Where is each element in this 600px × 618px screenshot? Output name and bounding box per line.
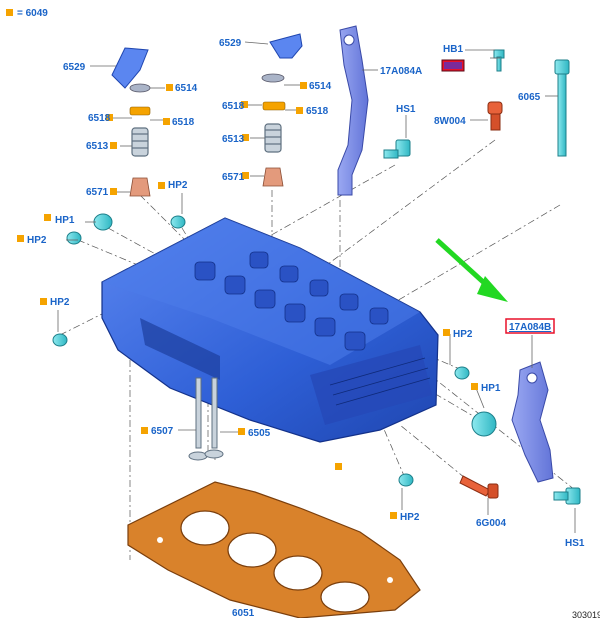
label-6518-left-b: 6518 <box>172 117 195 128</box>
upper-lifting-bracket <box>337 25 369 196</box>
plugs-right <box>398 366 497 487</box>
label-6518-right-a: 6518 <box>222 101 245 112</box>
label-6571-left: 6571 <box>86 187 109 198</box>
left-valvetrain <box>111 47 151 197</box>
plugs-left <box>52 213 186 347</box>
label-6505: 6505 <box>248 428 271 439</box>
label-6065: 6065 <box>518 92 541 103</box>
right-valvetrain <box>261 33 303 187</box>
sensor-6g004 <box>459 475 499 499</box>
label-6513-left: 6513 <box>86 141 109 152</box>
image-reference-number: 303019 <box>572 610 600 618</box>
highlighted-ref-box <box>505 318 555 334</box>
label-hp1-right: HP1 <box>481 383 501 394</box>
orange-markers <box>17 82 478 519</box>
hb1-bolt <box>493 49 505 72</box>
label-hb1: HB1 <box>443 44 463 55</box>
lower-bracket-hole <box>526 372 538 384</box>
hs1-bottom-bolt <box>553 487 581 505</box>
label-17a084a: 17A084A <box>380 66 422 77</box>
legend-marker <box>6 9 13 16</box>
label-hp2-left: HP2 <box>27 235 47 246</box>
legend-text: = 6049 <box>17 8 48 19</box>
label-hp2-top-left: HP2 <box>168 180 188 191</box>
label-hp2-right: HP2 <box>453 329 473 340</box>
highlighted-ref-fill <box>444 62 462 69</box>
label-6514-left: 6514 <box>175 83 198 94</box>
label-6g004: 6G004 <box>476 518 506 529</box>
label-6513-right: 6513 <box>222 134 245 145</box>
sensor-8w004 <box>487 101 503 131</box>
cylinder-head <box>101 217 439 443</box>
label-hp2-bottom: HP2 <box>400 512 420 523</box>
lower-lifting-bracket <box>511 361 554 483</box>
label-6518-right-b: 6518 <box>306 106 329 117</box>
label-6529-right: 6529 <box>219 38 242 49</box>
label-6529-left: 6529 <box>63 62 86 73</box>
label-hp2-mid-left: HP2 <box>50 297 70 308</box>
cylinder-head-gasket <box>127 481 421 618</box>
label-hs1-bottom: HS1 <box>565 538 585 549</box>
bracket-hole <box>343 34 355 46</box>
valves <box>188 377 224 461</box>
label-6051: 6051 <box>232 608 255 618</box>
label-6514-right: 6514 <box>309 81 332 92</box>
leader-lines <box>57 41 576 533</box>
label-hs1-top: HS1 <box>396 104 416 115</box>
label-17a084b: 17A084B <box>509 322 551 333</box>
label-hp1-left: HP1 <box>55 215 75 226</box>
head-bolt-6065 <box>554 59 570 157</box>
label-8w004: 8W004 <box>434 116 466 127</box>
highlight-arrow <box>435 238 508 302</box>
label-6571-right: 6571 <box>222 172 245 183</box>
hs1-top-bolt <box>383 139 411 159</box>
label-6507: 6507 <box>151 426 174 437</box>
label-6518-left-a: 6518 <box>88 113 111 124</box>
